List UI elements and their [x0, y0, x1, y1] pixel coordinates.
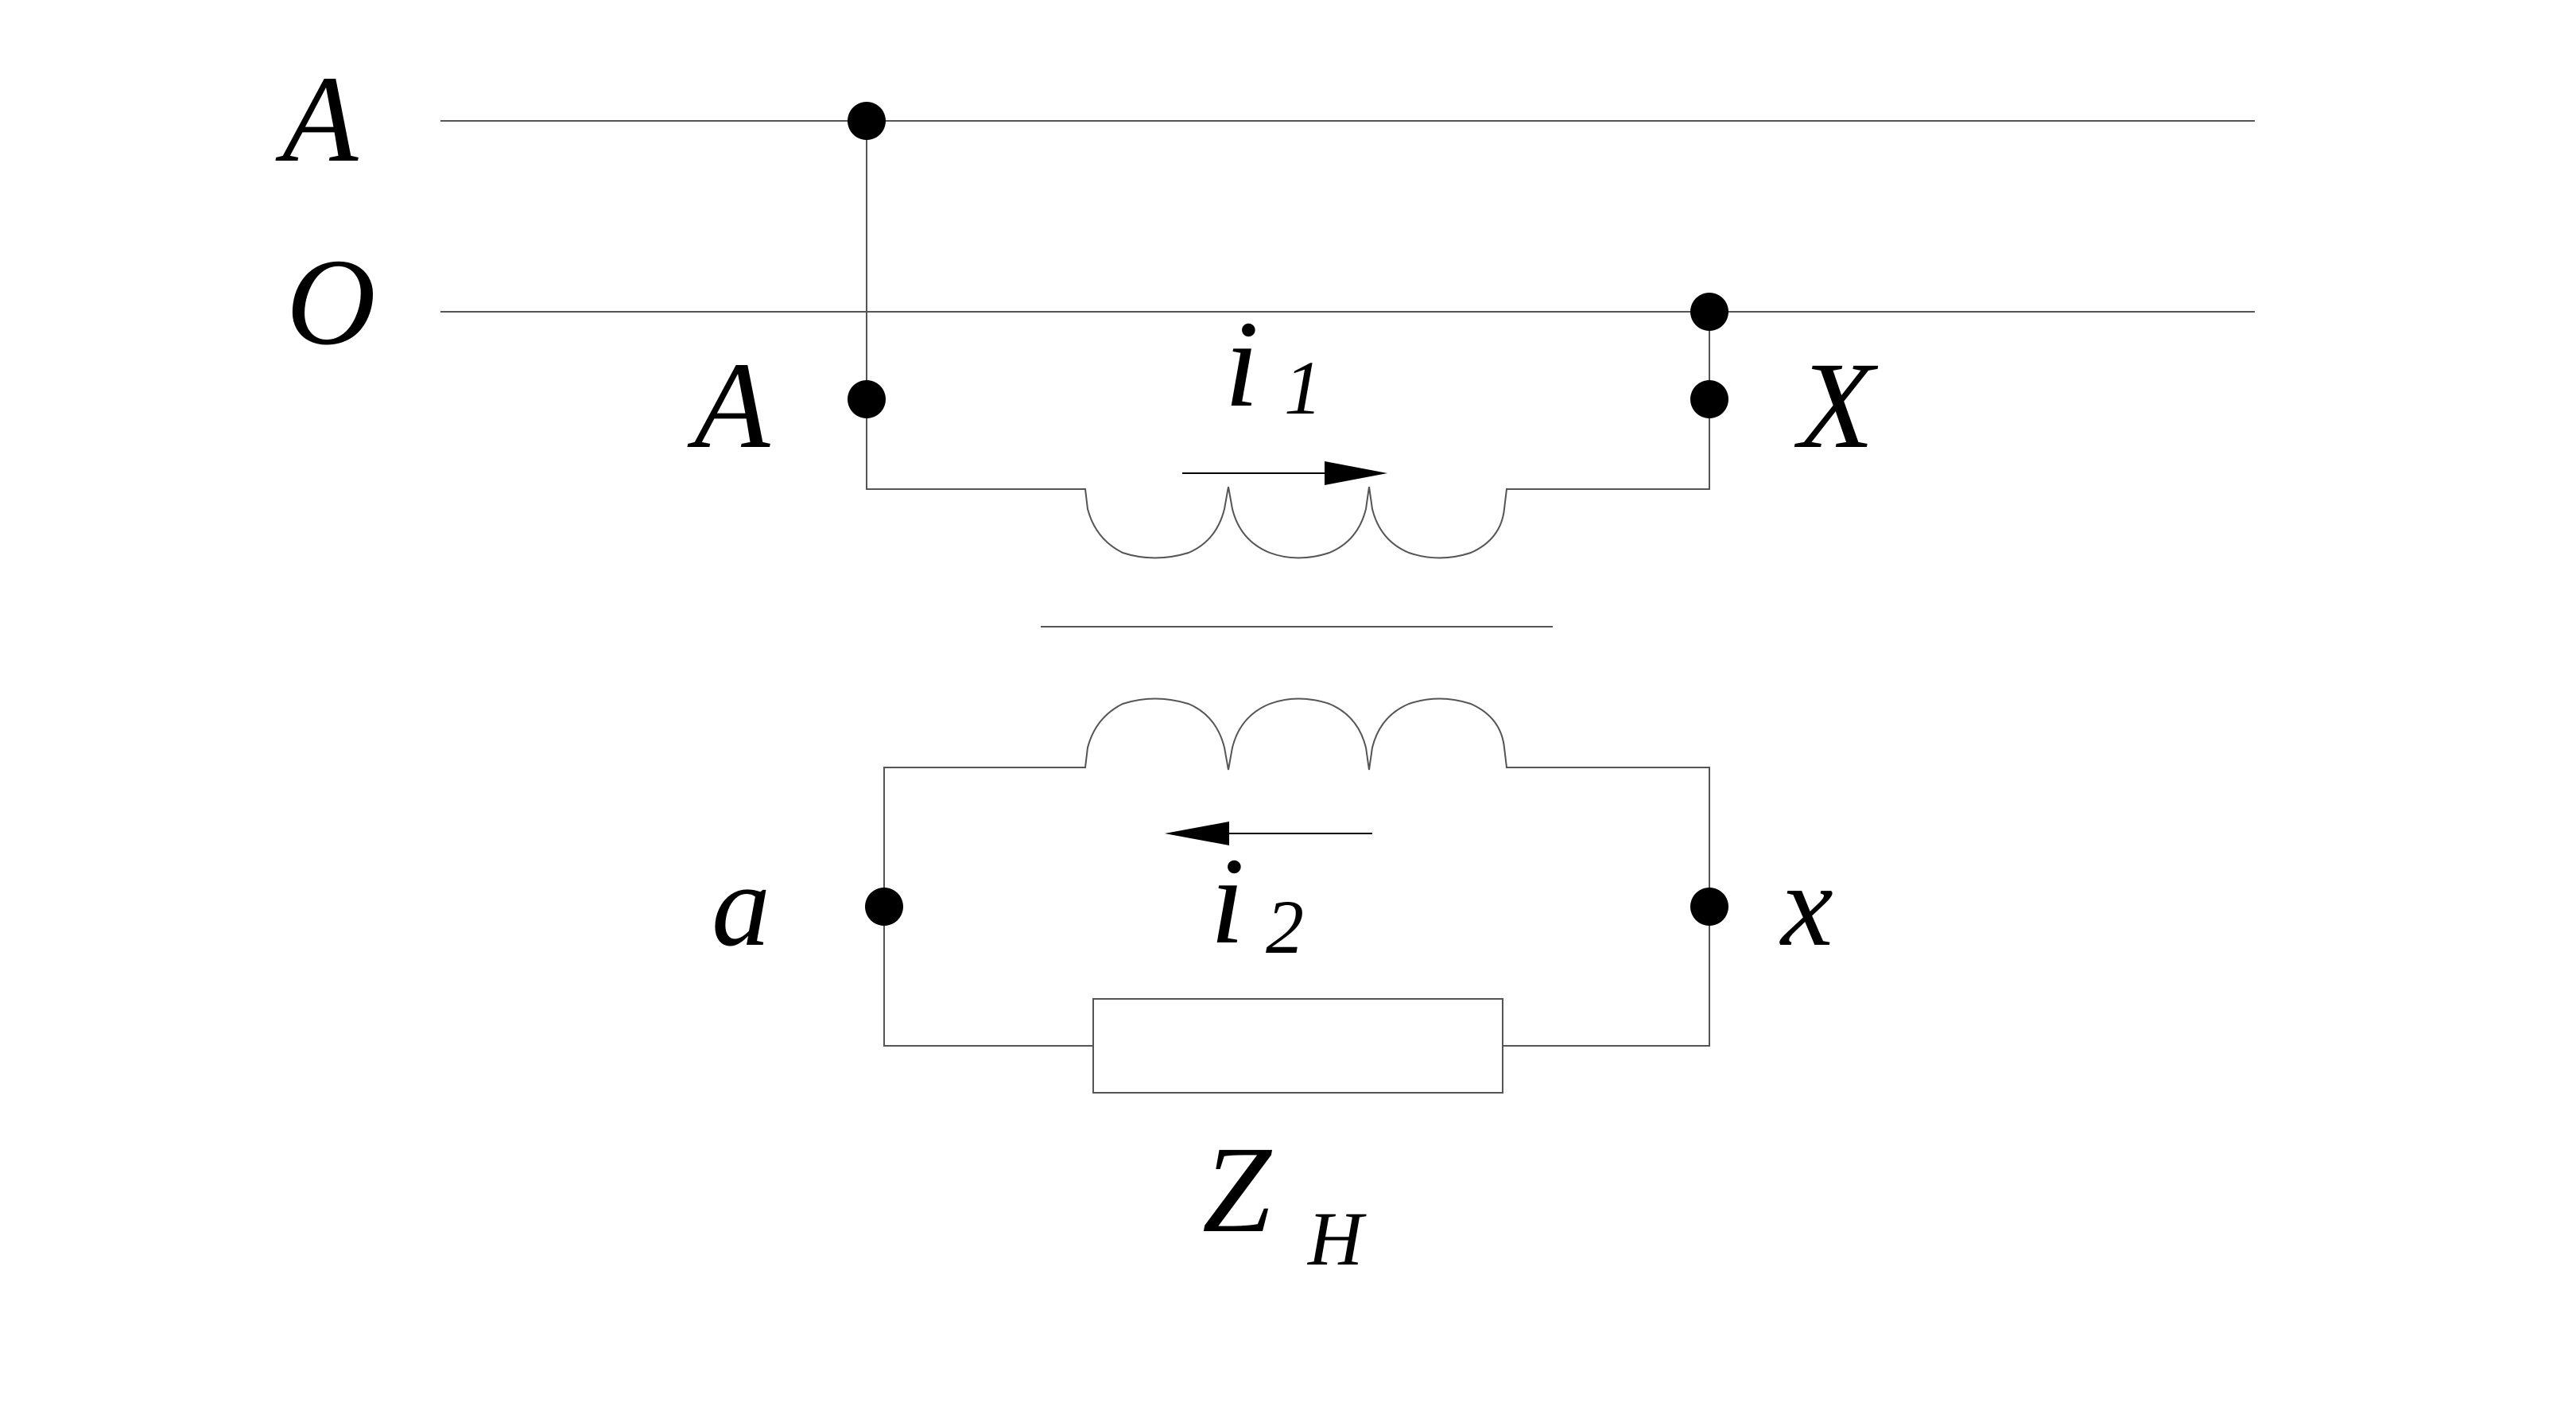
label-load-impedance: Z H — [1202, 1121, 1367, 1281]
label-load-base: Z — [1202, 1121, 1273, 1258]
label-current-1-sub: 1 — [1284, 345, 1322, 430]
terminal-secondary-start — [865, 888, 903, 926]
label-secondary-start: a — [712, 841, 770, 971]
terminal-primary-end — [1690, 380, 1728, 418]
secondary-wire-left — [883, 767, 1094, 1047]
label-current-2-sub: 2 — [1266, 884, 1304, 969]
current-1-arrowhead — [1325, 461, 1387, 485]
label-primary-end: X — [1794, 336, 1879, 474]
terminal-line-a — [848, 102, 886, 140]
label-current-1-base: i — [1224, 295, 1259, 433]
primary-wire-right — [1506, 311, 1710, 490]
label-primary-start: A — [687, 336, 770, 474]
label-load-sub: H — [1306, 1196, 1367, 1281]
label-line-o: O — [286, 233, 376, 371]
label-line-a: A — [275, 50, 359, 188]
label-current-2-base: i — [1210, 832, 1244, 969]
secondary-winding — [1084, 697, 1507, 771]
label-secondary-end: x — [1779, 841, 1833, 971]
terminal-primary-start — [848, 380, 886, 418]
label-current-1: i 1 — [1224, 295, 1322, 433]
primary-wire-left — [866, 120, 1086, 490]
label-current-2: i 2 — [1210, 832, 1304, 969]
secondary-wire-right — [1502, 767, 1710, 1047]
terminal-secondary-end — [1690, 888, 1728, 926]
primary-winding — [1084, 486, 1507, 559]
current-2-arrowhead — [1165, 822, 1229, 845]
terminal-line-o — [1690, 293, 1728, 331]
load-impedance-resistor — [1092, 998, 1503, 1094]
